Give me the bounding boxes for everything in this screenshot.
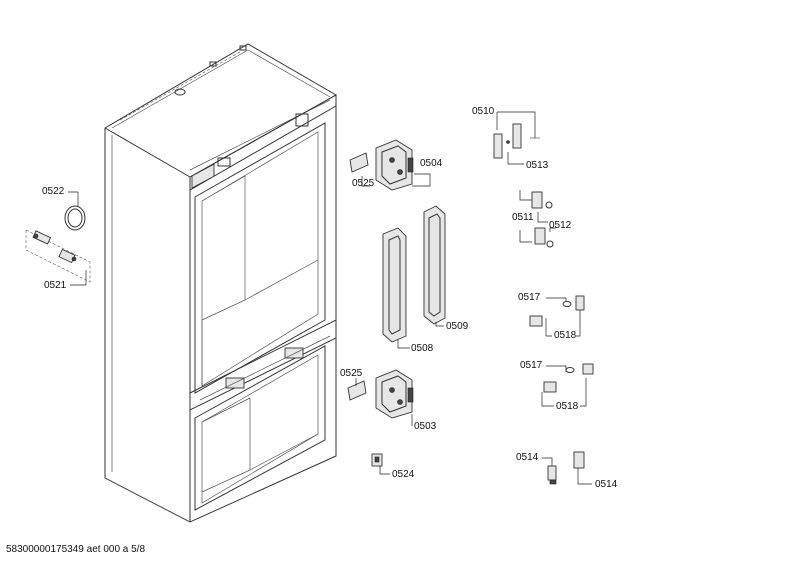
part-0525-cover-upper [349, 152, 370, 187]
label-0510: 0510 [472, 106, 495, 117]
part-0517-0518-upper [529, 295, 585, 337]
part-0504-upper-hinge [375, 139, 431, 191]
part-0511-0512-clips [519, 190, 556, 248]
label-0508: 0508 [411, 343, 434, 354]
label-0512: 0512 [549, 220, 572, 231]
label-0514-right: 0514 [595, 479, 618, 490]
part-0521-pin-set [25, 229, 91, 286]
part-0509-handle [423, 205, 446, 327]
label-0518-upper: 0518 [554, 330, 577, 341]
part-0503-lower-hinge [375, 369, 414, 426]
label-0524: 0524 [392, 469, 415, 480]
part-0510-0513-brackets [493, 111, 540, 165]
part-0524-clip [371, 453, 390, 475]
part-0522-ring [64, 191, 86, 231]
label-0513: 0513 [526, 160, 549, 171]
label-0504: 0504 [420, 158, 443, 169]
refrigerator-cabinet [104, 43, 337, 523]
label-0522: 0522 [42, 186, 65, 197]
label-0514-left: 0514 [516, 452, 539, 463]
part-0514-brackets [542, 451, 592, 485]
part-0525-cover-lower [347, 378, 367, 401]
label-0517-lower: 0517 [520, 360, 543, 371]
part-0508-handle [382, 227, 410, 349]
label-0509: 0509 [446, 321, 469, 332]
label-0525-lower: 0525 [340, 368, 363, 379]
label-0525-upper: 0525 [352, 178, 375, 189]
label-0511: 0511 [512, 212, 534, 223]
part-0517-0518-lower [541, 363, 594, 407]
document-footer-id: 58300000175349 aet 000 a 5/8 [6, 544, 146, 555]
label-0503: 0503 [414, 421, 437, 432]
label-0521: 0521 [44, 280, 67, 291]
label-0517-upper: 0517 [518, 292, 541, 303]
label-0518-lower: 0518 [556, 401, 579, 412]
